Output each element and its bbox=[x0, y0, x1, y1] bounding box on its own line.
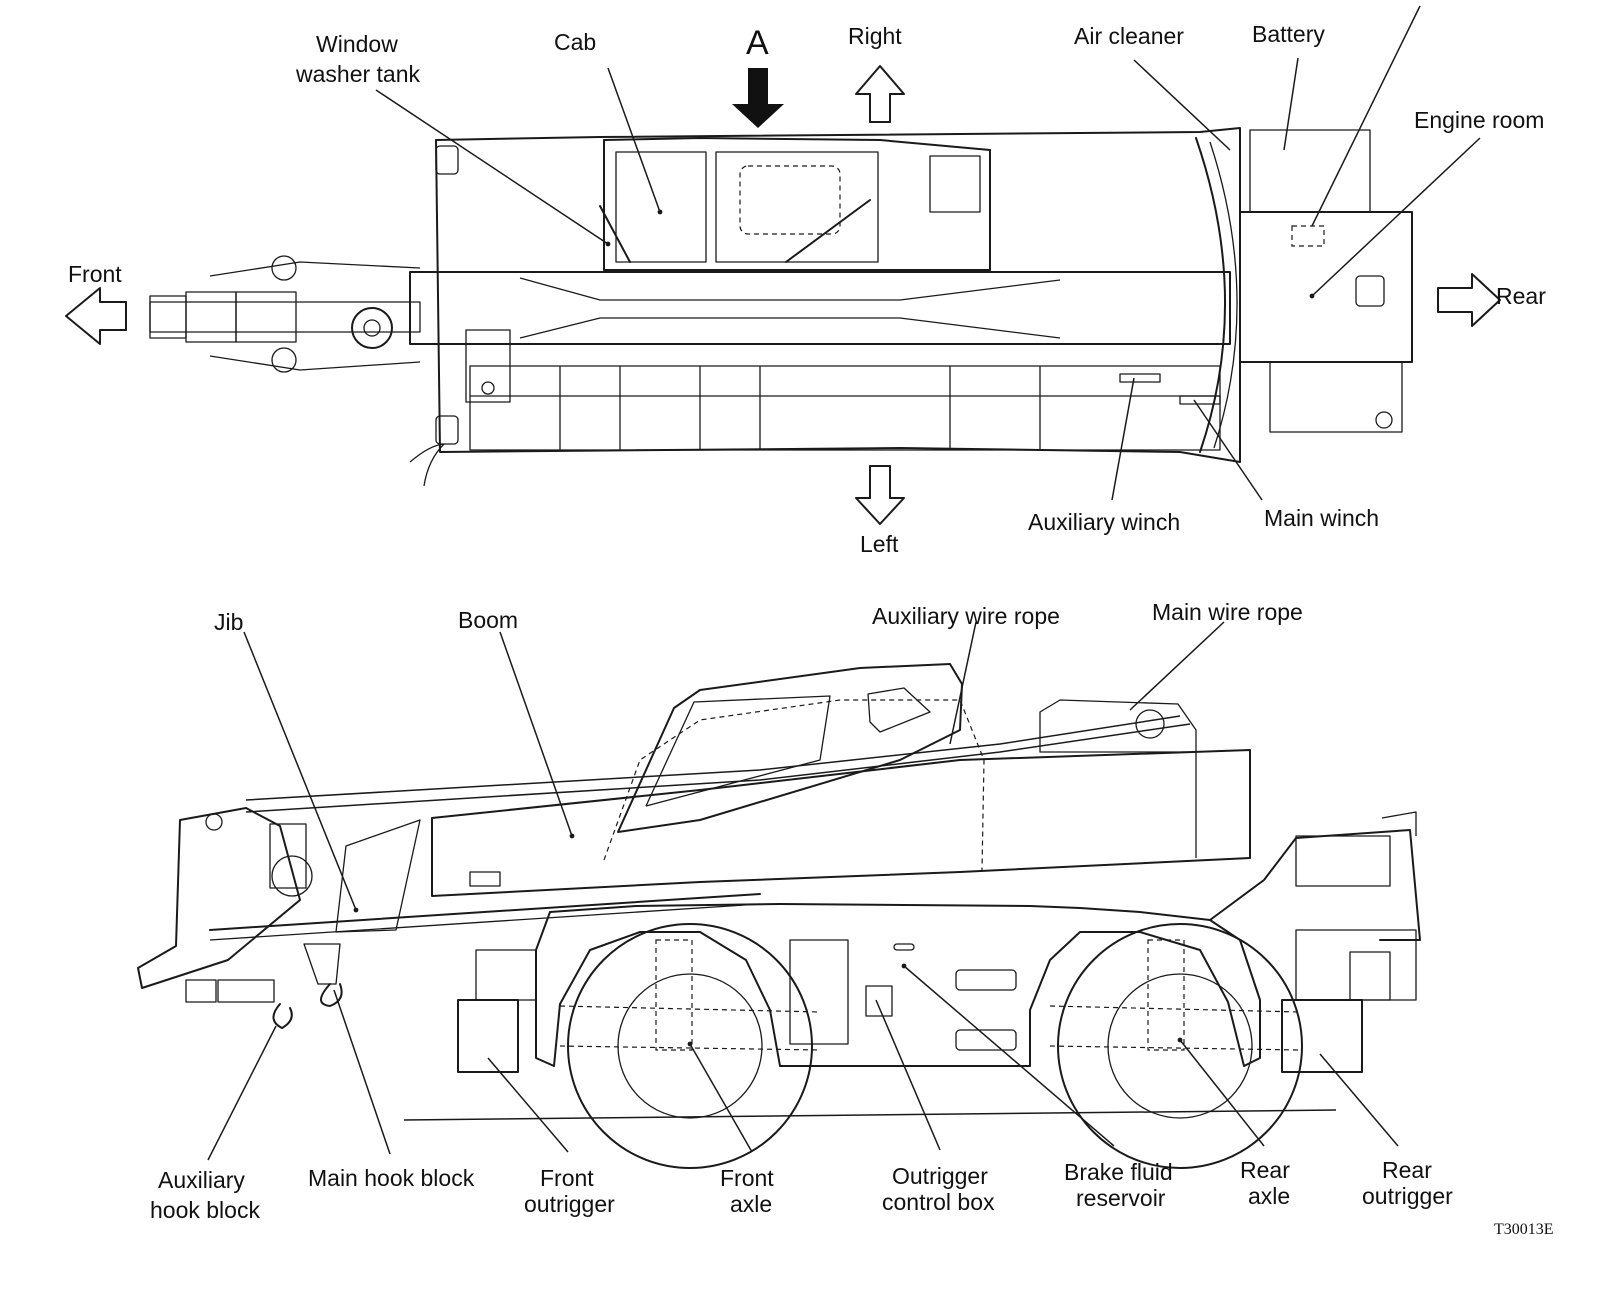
label-rear-outrigger-2: outrigger bbox=[1362, 1183, 1453, 1209]
direction-arrows bbox=[65, 65, 1501, 525]
label-front-axle-2: axle bbox=[730, 1191, 772, 1217]
label-auxiliary-hook-block-2: hook block bbox=[150, 1197, 260, 1223]
left-arrow bbox=[855, 465, 905, 525]
cab-side bbox=[617, 663, 963, 833]
label-auxiliary-hook-block-1: Auxiliary bbox=[158, 1167, 245, 1193]
figure-code: T30013E bbox=[1494, 1221, 1554, 1238]
label-front-outrigger-1: Front bbox=[540, 1165, 594, 1191]
label-auxiliary-winch: Auxiliary winch bbox=[1028, 509, 1180, 535]
boom-top bbox=[409, 271, 1231, 345]
main-wire-rope-line bbox=[245, 723, 1191, 813]
rear-outrigger-box bbox=[1281, 999, 1363, 1073]
upper-structure-outline bbox=[435, 127, 1241, 463]
label-front-direction: Front bbox=[68, 261, 122, 287]
main-hook bbox=[320, 983, 343, 1007]
label-outrigger-control-box-2: control box bbox=[882, 1189, 995, 1215]
side-view bbox=[137, 663, 1421, 1169]
label-right: Right bbox=[848, 23, 902, 49]
label-main-hook-block: Main hook block bbox=[308, 1165, 475, 1191]
label-main-wire-rope: Main wire rope bbox=[1152, 599, 1303, 625]
label-rear-direction: Rear bbox=[1496, 283, 1546, 309]
auxiliary-hook bbox=[272, 1003, 293, 1029]
label-air-cleaner: Air cleaner bbox=[1074, 23, 1184, 49]
label-front-outrigger-2: outrigger bbox=[524, 1191, 615, 1217]
rear-wheel bbox=[1057, 923, 1303, 1169]
ground-line bbox=[403, 1109, 1337, 1121]
chassis-body bbox=[535, 903, 1261, 1067]
view-a-arrow bbox=[732, 68, 784, 128]
label-boom: Boom bbox=[458, 607, 518, 633]
label-cab: Cab bbox=[554, 29, 596, 55]
label-brake-fluid-reservoir-1: Brake fluid bbox=[1064, 1159, 1173, 1185]
jib-side bbox=[209, 893, 761, 931]
auxiliary-wire-rope-line bbox=[245, 715, 1181, 801]
label-main-winch: Main winch bbox=[1264, 505, 1379, 531]
cab-outline bbox=[603, 137, 991, 271]
chassis-rear-block bbox=[1239, 211, 1413, 363]
boom-side bbox=[431, 749, 1251, 897]
front-arrow bbox=[65, 287, 127, 345]
label-rear-axle-2: axle bbox=[1248, 1183, 1290, 1209]
label-window-washer-tank-2: washer tank bbox=[295, 61, 421, 87]
label-battery: Battery bbox=[1252, 21, 1325, 47]
boom-head bbox=[137, 807, 301, 989]
label-rear-axle-1: Rear bbox=[1240, 1157, 1290, 1183]
label-outrigger-control-box-1: Outrigger bbox=[892, 1163, 988, 1189]
label-brake-fluid-reservoir-2: reservoir bbox=[1076, 1185, 1166, 1211]
front-wheel bbox=[567, 923, 813, 1169]
label-left: Left bbox=[860, 531, 899, 557]
label-rear-outrigger-1: Rear bbox=[1382, 1157, 1432, 1183]
leader-lines bbox=[207, 5, 1481, 1161]
label-window-washer-tank-1: Window bbox=[316, 31, 398, 57]
top-view bbox=[149, 127, 1413, 487]
right-arrow bbox=[855, 65, 905, 123]
label-jib: Jib bbox=[214, 609, 243, 635]
label-view-a: A bbox=[746, 24, 769, 62]
front-outrigger-box bbox=[457, 999, 519, 1073]
label-front-axle-1: Front bbox=[720, 1165, 774, 1191]
label-auxiliary-wire-rope: Auxiliary wire rope bbox=[872, 603, 1060, 629]
labels: Window washer tank Cab A Right Air clean… bbox=[68, 21, 1554, 1238]
rear-arrow bbox=[1437, 273, 1501, 327]
label-engine-room: Engine room bbox=[1414, 107, 1544, 133]
